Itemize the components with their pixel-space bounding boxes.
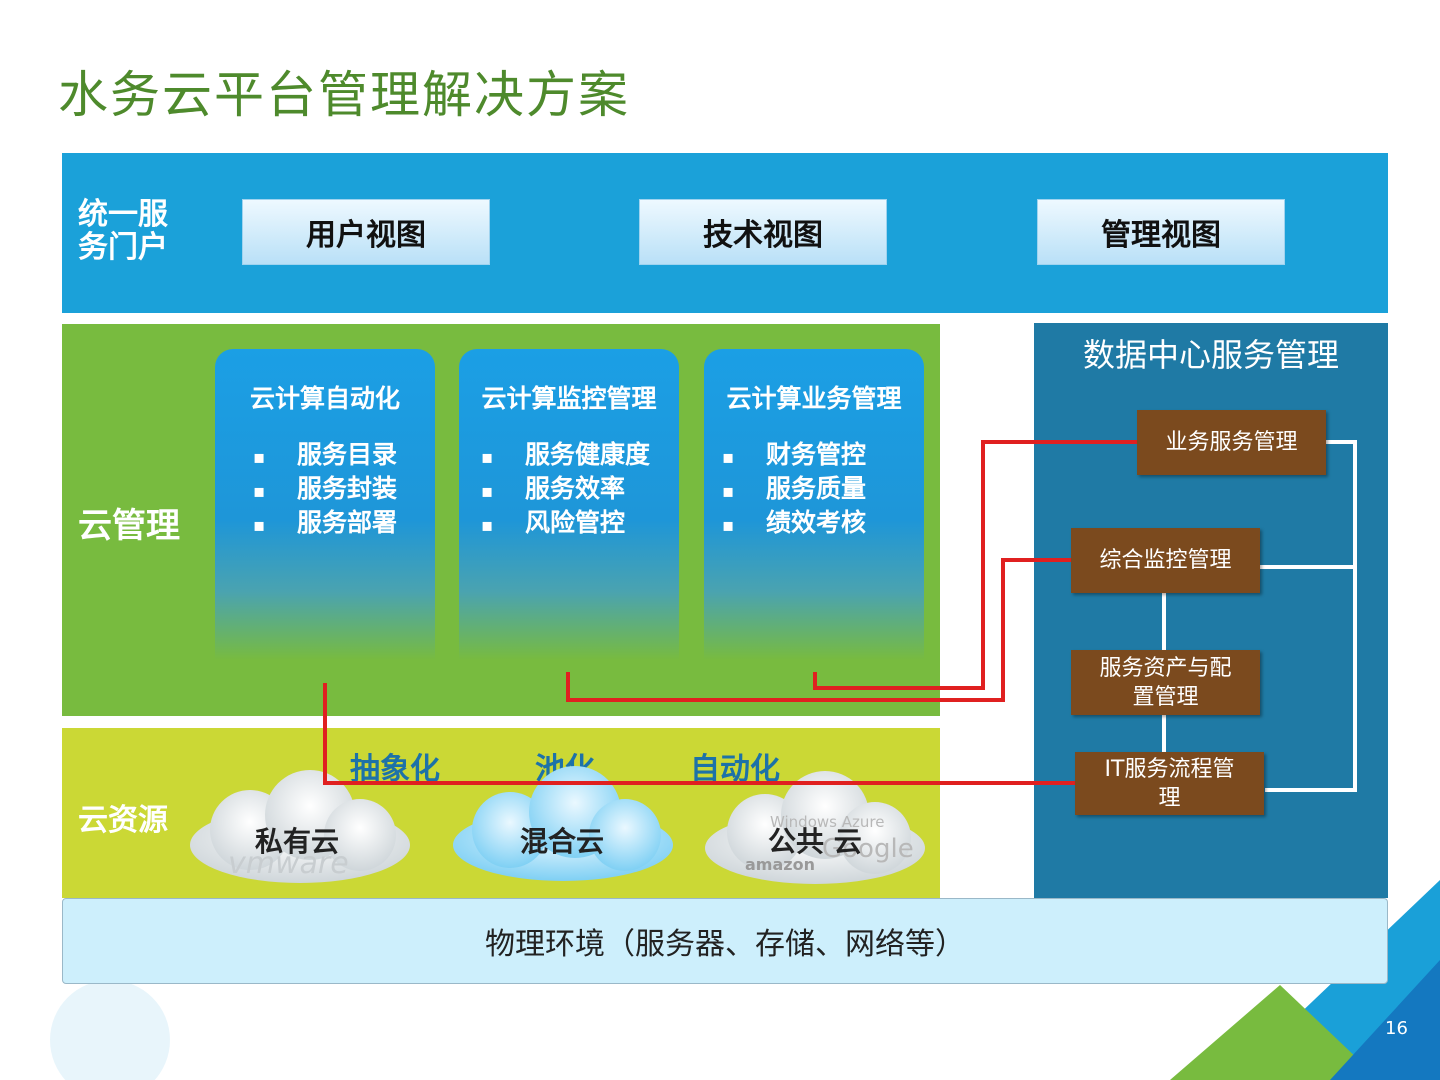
page-title: 水务云平台管理解决方案 [58,66,630,124]
cloud-management-label: 云管理 [78,506,180,546]
list-item: ▪绩效考核 [722,508,867,537]
private-cloud-label: 私有云 [255,825,340,858]
list-item: ▪风险管控 [481,508,626,537]
list-item: ▪服务健康度 [481,440,651,469]
physical-environment-bar: 物理环境（服务器、存储、网络等） [62,898,1388,984]
it-service-process-box: IT服务流程管 理 [1075,752,1264,815]
user-view-box: 用户视图 [242,199,490,265]
list-item: ▪服务部署 [253,508,398,537]
private-cloud-icon [190,770,410,883]
hybrid-cloud-icon [453,766,673,881]
list-item: ▪服务封装 [253,474,398,503]
integrated-monitoring-box: 综合监控管理 [1071,528,1260,593]
google-logo-text: Google [822,834,914,864]
datacenter-title: 数据中心服务管理 [1082,336,1339,374]
hybrid-cloud-label: 混合云 [520,825,605,858]
list-item: ▪服务目录 [253,440,398,469]
public-cloud-icon [705,771,925,884]
service-portal-label: 统一服 务门户 [78,197,168,265]
tech-view-box: 技术视图 [639,199,887,265]
cloud-resources-label: 云资源 [78,803,168,838]
list-item: ▪服务质量 [722,474,867,503]
automation-card: 云计算自动化 ▪服务目录 ▪服务封装 ▪服务部署 [215,349,435,660]
management-view-box: 管理视图 [1037,199,1285,265]
amazon-logo-text: amazon [745,855,815,874]
asset-config-mgmt-box: 服务资产与配 置管理 [1071,650,1260,715]
card-title: 云计算业务管理 [726,384,902,413]
public-cloud-label: 公共 云 [768,825,862,858]
monitoring-card: 云计算监控管理 ▪服务健康度 ▪服务效率 ▪风险管控 [459,349,679,660]
card-title: 云计算监控管理 [481,384,657,413]
azure-logo-text: Windows Azure [770,813,885,831]
business-service-mgmt-box: 业务服务管理 [1137,410,1326,475]
list-item: ▪服务效率 [481,474,626,503]
list-item: ▪财务管控 [722,440,867,469]
business-card: 云计算业务管理 ▪财务管控 ▪服务质量 ▪绩效考核 [704,349,924,660]
card-title: 云计算自动化 [249,384,400,413]
page-number: 16 [1385,1018,1408,1039]
vmware-logo-text: vmware [228,846,349,881]
